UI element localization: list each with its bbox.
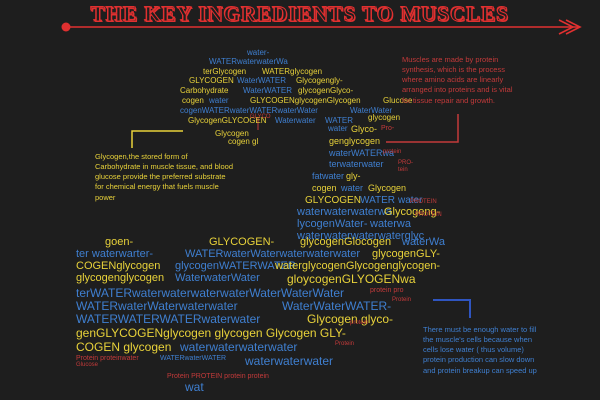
cloud-word: gly- [346,171,361,181]
protein-note: Muscles are made by protein synthesis, w… [402,55,513,105]
cloud-word: cogen [312,183,337,193]
cloud-word: glycogenWATERWATER [175,260,296,272]
cloud-word: WaterWaterWATER- [282,299,392,313]
cloud-word: waterglycogenGlycogenglycogen- [275,260,441,272]
cloud-word: WaterwaterWater [175,272,260,284]
cloud-word: GLYCOGEN [189,76,234,85]
cloud-word: terWATERwaterwaterwaterwaterWaterWaterWa… [76,286,345,300]
cloud-word: WATERwaterWaterwaterwater [76,299,238,313]
cloud-word: terwaterwater [329,159,384,169]
cloud-word: WATERwaterWaterwaterwaterwater [185,248,361,260]
cloud-word: waterwaterwaterwa [297,206,392,218]
cloud-word: WATERwaterwaterWa [209,57,288,66]
cloud-word: water [209,96,229,105]
cloud-word: protein [350,320,369,326]
cloud-word: WaterWATER [237,76,287,85]
cloud-word: Pro- [381,125,395,132]
cloud-word: PROTEIN [410,199,437,205]
cloud-word: water [398,195,423,206]
protein-callout-line [386,114,459,143]
cloud-word: GLYCOGEN [305,195,361,206]
water-note: There must be enough water to fill the m… [423,325,537,375]
cloud-word: glycogenGLY- [372,248,440,260]
cloud-word: waterwaterwaterwater [180,340,298,354]
cloud-word: Glycogen [215,129,249,138]
cloud-word: Waterwater [275,116,316,125]
cloud-word: waterWa [402,236,445,248]
cloud-word: genglycogen [329,136,381,146]
cloud-word: WATER [325,116,353,125]
cloud-word: Glycogen [368,183,407,193]
cloud-word: Glycogeng- [384,206,441,218]
arrow-head [565,19,582,35]
cloud-word: glycogenglycogen [76,272,165,284]
cloud-word: water- [247,48,270,57]
cloud-word: GLYCO [250,114,271,120]
cloud-word: Carbohydrate [180,86,229,95]
cloud-word: cogenWATERwaterWATERwaterWater [180,106,318,115]
cloud-word: fatwater [312,171,345,181]
cloud-word: GlycogenGLYCOGEN [188,116,267,125]
cloud-word: GLYCOGENglycogenGlycogen [250,96,361,105]
glycogen-callout-line [131,130,183,148]
cloud-word: Protein PROTEIN protein protein [167,373,269,380]
cloud-word: cogen [182,96,204,105]
cloud-word: PRO- [398,160,413,166]
cloud-word: glycogenGlyco- [298,86,354,95]
cloud-word: protein pro [370,287,404,294]
cloud-word: waterwa [370,218,411,230]
cloud-word: waterWATERwa [329,148,395,158]
cloud-word: lycogenWater- [297,218,368,230]
water-callout-line [433,299,471,318]
cloud-word: WATER [360,195,395,206]
cloud-word: WATERwaterWATER [160,355,227,362]
cloud-word: Protein proteinwater [76,355,139,362]
cloud-word: COGEN glycogen [76,340,172,354]
cloud-word: cogen gl [228,137,259,146]
cloud-word: water [328,124,348,133]
cloud-word: PROTEIN [415,212,442,218]
cloud-word: water [341,183,364,193]
page-title: THE KEY INGREDIENTS TO MUSCLES [90,2,510,27]
glycogen-note: Glycogen,the stored form of Carbohydrate… [95,152,233,202]
cloud-word: WATERWATERWATERwaterwater [76,312,261,326]
cloud-word: tein [398,167,408,173]
arrow-tail-dot [61,22,71,32]
cloud-word: goen- [105,236,134,248]
cloud-word: Glycogengly- [296,76,343,85]
cloud-word: waterwaterwater [245,354,334,368]
cloud-word: waterwaterwaterwaterglyc [297,230,425,242]
cloud-word: Protein [335,341,355,347]
cloud-word: GLYCOGEN- [209,236,275,248]
cloud-word: Protein [392,297,412,303]
cloud-word: COGENglycogen [76,260,161,272]
cloud-word: glycogen [368,113,401,122]
cloud-word: gloycogenGLYOGENwa [287,272,416,286]
cloud-word: genGLYCOGENglycogen glycogen Glycogen GL… [76,326,346,340]
cloud-word: ter waterwarter- [76,248,154,260]
cloud-word: glycogenGlocogen [300,236,392,248]
cloud-word: Glycogen glyco- [307,312,394,326]
cloud-word: Glyco- [351,124,378,134]
cloud-word: terGlycogen [203,67,247,76]
cloud-word: Glucose [383,96,413,105]
header-arrow-line [61,19,582,35]
cloud-word: WaterWater [350,106,393,115]
cloud-word: WaterWATER [243,86,293,95]
cloud-word: WATERglycogen [262,67,323,76]
cloud-word: Glucose [76,362,99,368]
cloud-word: wat [185,380,204,394]
cloud-word: protein [383,149,402,155]
